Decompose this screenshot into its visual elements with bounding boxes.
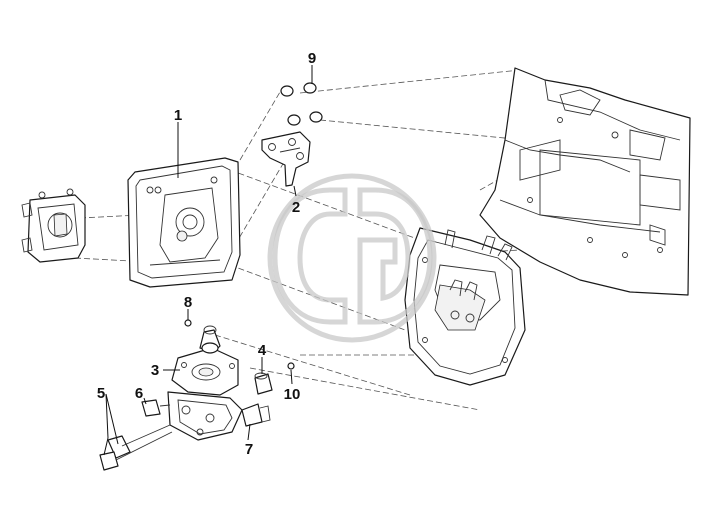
callout-10: 10 bbox=[284, 386, 301, 403]
part-3-valve-housing bbox=[171, 325, 239, 396]
part-10-screw bbox=[287, 362, 295, 370]
callout-6: 6 bbox=[135, 385, 143, 402]
callout-2: 2 bbox=[292, 199, 300, 216]
part-5-fittings bbox=[99, 424, 173, 471]
part-1-base-plate bbox=[127, 157, 241, 288]
valve-body bbox=[167, 391, 243, 441]
part-9-bolts bbox=[280, 82, 323, 126]
callout-1: 1 bbox=[174, 107, 182, 124]
callout-5: 5 bbox=[97, 385, 105, 402]
part-8-screw bbox=[184, 319, 192, 327]
callout-3: 3 bbox=[151, 362, 159, 379]
mounted-gearshift-assembly bbox=[404, 227, 526, 386]
part-6-fitting bbox=[141, 399, 171, 417]
callout-8: 8 bbox=[184, 294, 192, 311]
logo-watermark bbox=[267, 173, 437, 343]
callout-labels: 1 9 2 8 4 3 5 6 7 10 bbox=[97, 50, 316, 458]
floor-panel bbox=[479, 67, 691, 296]
callout-7: 7 bbox=[245, 441, 253, 458]
gear-selector-unit bbox=[21, 188, 86, 263]
part-7-connector bbox=[241, 403, 271, 427]
callout-9: 9 bbox=[308, 50, 316, 67]
part-4-sleeve bbox=[254, 372, 273, 395]
callout-4: 4 bbox=[258, 342, 267, 359]
part-2-bracket bbox=[261, 131, 311, 187]
leader-lines bbox=[103, 65, 313, 456]
